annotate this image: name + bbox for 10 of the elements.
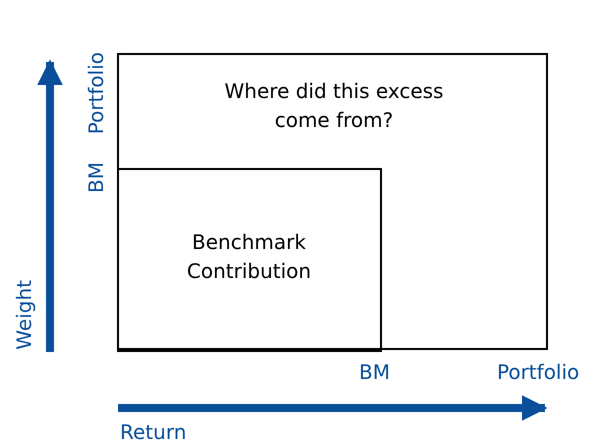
axis-title: Return	[120, 420, 186, 443]
outer-region-box	[117, 53, 548, 350]
benchmark-box	[117, 168, 382, 352]
axis-title: Weight	[12, 280, 36, 350]
axis-tick-label: BM	[359, 360, 390, 384]
axis-tick-label: Portfolio	[497, 360, 580, 384]
axis-tick-label: BM	[84, 162, 108, 193]
region-label: Where did this excess come from?	[224, 78, 444, 134]
axis-tick-label: Portfolio	[84, 52, 108, 134]
region-label: Benchmark Contribution	[186, 229, 312, 285]
